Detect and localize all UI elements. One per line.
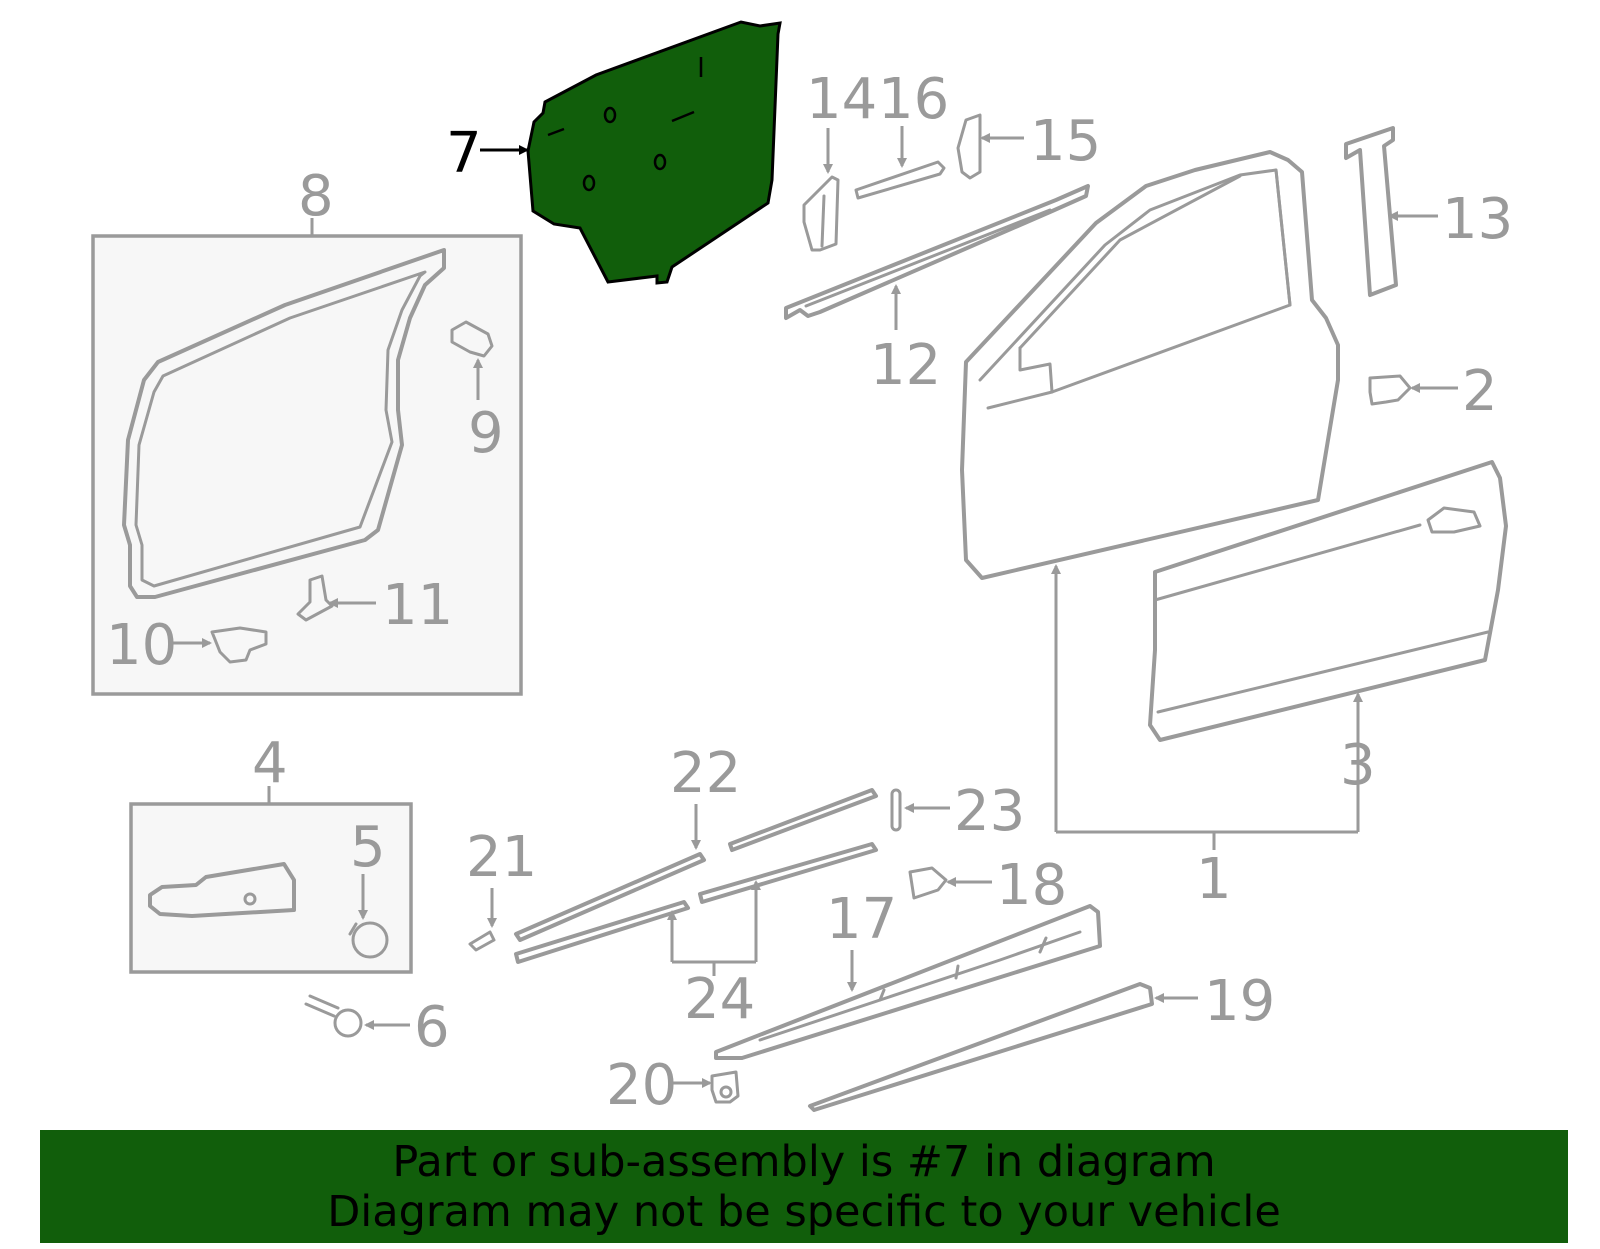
- part-9-clip[interactable]: [450, 320, 494, 358]
- callout-23: 23: [954, 779, 1025, 844]
- callout-19: 19: [1204, 969, 1275, 1034]
- part-8-weatherstrip[interactable]: [122, 248, 446, 599]
- callout-16: 16: [878, 67, 949, 132]
- part-4-hinge[interactable]: [148, 862, 296, 918]
- callout-5: 5: [350, 815, 386, 880]
- part-2-clip[interactable]: [1368, 374, 1412, 406]
- callout-6: 6: [414, 995, 450, 1060]
- callout-9: 9: [468, 401, 504, 466]
- part-5-nut[interactable]: [348, 921, 389, 959]
- part-24-moulding[interactable]: [514, 842, 878, 964]
- part-17-rocker-moulding[interactable]: [714, 904, 1102, 1060]
- part-16-moulding[interactable]: [854, 160, 946, 200]
- callout-13: 13: [1442, 187, 1513, 252]
- callout-2: 2: [1462, 359, 1498, 424]
- part-20-clip[interactable]: [710, 1070, 740, 1104]
- part-1-door-shell[interactable]: [960, 150, 1340, 580]
- part-15-cap[interactable]: [956, 113, 982, 180]
- callout-15: 15: [1030, 109, 1101, 174]
- banner-line-1: Part or sub-assembly is #7 in diagram: [392, 1136, 1216, 1187]
- part-21-clip[interactable]: [468, 930, 496, 952]
- part-12-belt-moulding[interactable]: [784, 184, 1090, 320]
- callout-17: 17: [826, 887, 897, 952]
- part-14-cover[interactable]: [802, 175, 840, 252]
- callout-3: 3: [1340, 733, 1376, 798]
- part-23-clip[interactable]: [890, 788, 902, 832]
- part-3-outer-panel[interactable]: [1148, 460, 1508, 742]
- part-10-clip[interactable]: [210, 626, 268, 664]
- callout-12: 12: [870, 333, 941, 398]
- callout-21: 21: [466, 825, 537, 890]
- part-7-shape: [526, 20, 782, 285]
- part-19-rocker-moulding[interactable]: [808, 982, 1154, 1112]
- callout-7: 7: [446, 121, 482, 186]
- callout-22: 22: [670, 741, 741, 806]
- part-7-door-hole-cover[interactable]: [526, 20, 782, 285]
- callout-24: 24: [684, 967, 755, 1032]
- callout-1: 1: [1196, 847, 1232, 912]
- callout-4: 4: [252, 731, 288, 796]
- banner-line-2: Diagram may not be specific to your vehi…: [327, 1186, 1281, 1237]
- info-banner: Part or sub-assembly is #7 in diagram Di…: [40, 1130, 1568, 1243]
- callout-10: 10: [106, 613, 177, 678]
- callout-8: 8: [298, 164, 334, 229]
- part-13-pillar-garnish[interactable]: [1344, 126, 1398, 297]
- callout-14: 14: [806, 67, 877, 132]
- part-18-clip[interactable]: [908, 866, 948, 900]
- part-6-bolt[interactable]: [304, 994, 363, 1038]
- part-11-clip[interactable]: [296, 574, 334, 622]
- callout-18: 18: [996, 853, 1067, 918]
- callout-11: 11: [382, 573, 453, 638]
- callout-20: 20: [606, 1053, 677, 1118]
- part-22-moulding[interactable]: [514, 788, 878, 942]
